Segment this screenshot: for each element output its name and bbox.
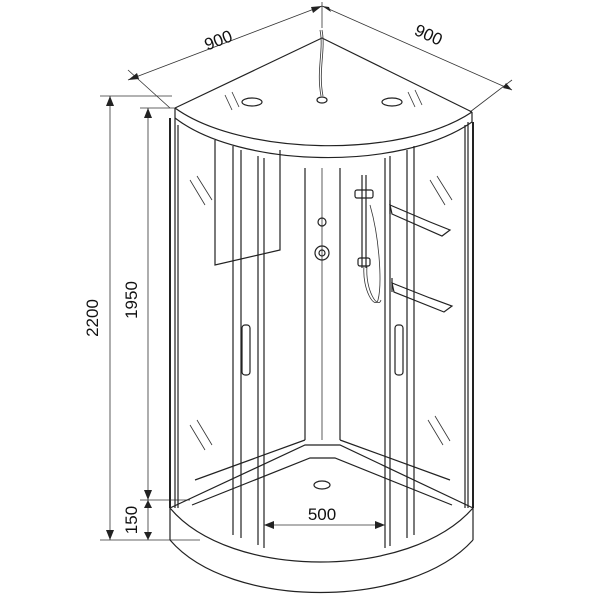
door-handles [241, 324, 404, 376]
shelves [389, 200, 454, 313]
dimension-total-height: 2200 [83, 299, 102, 337]
cabin-frame [169, 118, 474, 508]
shower-tray [169, 444, 474, 594]
door-width-dimension [264, 521, 385, 529]
handle-left-icon [241, 324, 251, 376]
cabin-roof [174, 29, 473, 159]
drain-icon [313, 480, 331, 490]
control-knob-icon [314, 245, 330, 261]
glass-doors [177, 125, 466, 548]
shelf-upper [389, 203, 452, 237]
roof-light-left [241, 97, 263, 107]
roof-light-right [381, 97, 403, 107]
handle-right-icon [394, 324, 404, 376]
shelf-lower [391, 282, 454, 313]
rain-shower-icon [316, 96, 328, 104]
hand-shower [354, 175, 382, 303]
nozzle-icon [317, 217, 327, 227]
left-dimension-lines [100, 95, 200, 541]
dimension-top-left: 900 [202, 26, 235, 54]
back-walls [194, 140, 451, 481]
dimension-top-right: 900 [412, 21, 446, 50]
dimension-cabin-height: 1950 [122, 281, 141, 319]
top-dimension-lines [127, 2, 513, 113]
dimension-door-width: 500 [308, 505, 336, 524]
dimension-tray-height: 150 [122, 506, 141, 534]
